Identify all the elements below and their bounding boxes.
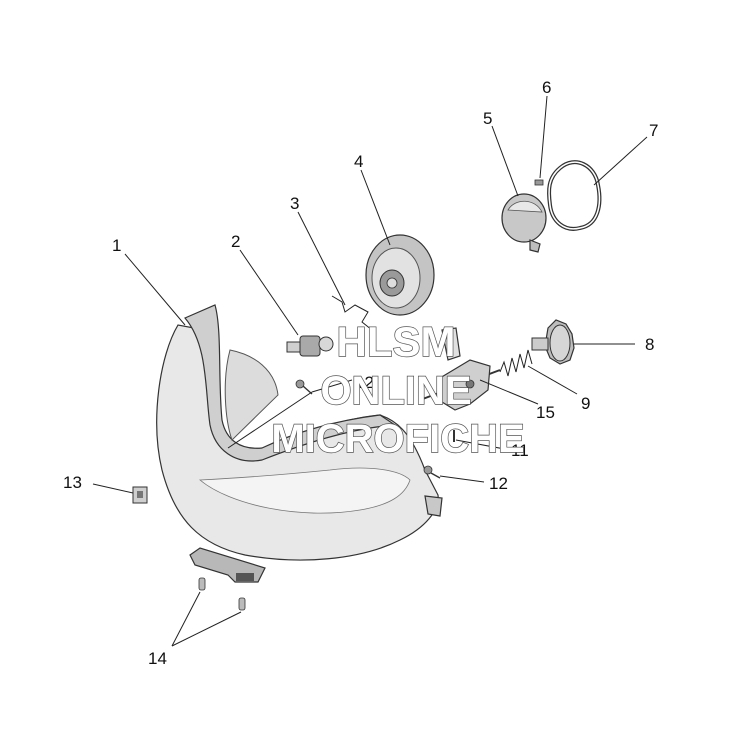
clip-nut bbox=[132, 486, 148, 504]
watermark-line-2: ONLINE bbox=[320, 369, 471, 413]
watermark: HLSM ONLINE MICROFICHE bbox=[271, 317, 526, 461]
bulb bbox=[286, 335, 334, 357]
callout-12-lower: 12 bbox=[489, 474, 508, 493]
dust-cover bbox=[365, 234, 435, 316]
adjuster-bracket bbox=[439, 327, 491, 411]
callout-7: 7 bbox=[649, 121, 658, 140]
callout-12-upper: 12 bbox=[355, 373, 374, 392]
callouts: 1 2 3 4 5 6 7 8 9 11 12 12 13 14 15 bbox=[63, 78, 658, 668]
screw-upper bbox=[295, 379, 313, 395]
callout-4: 4 bbox=[354, 152, 363, 171]
callout-5: 5 bbox=[483, 109, 492, 128]
adjuster-knob bbox=[531, 319, 575, 365]
leader-lines bbox=[92, 95, 648, 647]
screw-pair bbox=[198, 577, 246, 611]
watermark-line-3: MICROFICHE bbox=[271, 417, 524, 461]
callout-2: 2 bbox=[231, 232, 240, 251]
headlight-housing bbox=[156, 304, 443, 583]
callout-13: 13 bbox=[63, 473, 82, 492]
small-bulb bbox=[534, 179, 544, 186]
callout-11: 11 bbox=[511, 441, 529, 460]
callout-6: 6 bbox=[542, 78, 551, 97]
callout-15: 15 bbox=[536, 403, 555, 422]
spring-clip bbox=[331, 295, 373, 331]
callout-8: 8 bbox=[645, 335, 654, 354]
gasket bbox=[547, 160, 602, 231]
callout-9: 9 bbox=[581, 394, 590, 413]
watermark-line-1: HLSM bbox=[337, 318, 456, 365]
callout-14: 14 bbox=[148, 649, 167, 668]
callout-3: 3 bbox=[290, 194, 299, 213]
callout-1: 1 bbox=[112, 236, 121, 255]
lamp-socket bbox=[501, 193, 547, 253]
screw-lower bbox=[423, 465, 441, 479]
